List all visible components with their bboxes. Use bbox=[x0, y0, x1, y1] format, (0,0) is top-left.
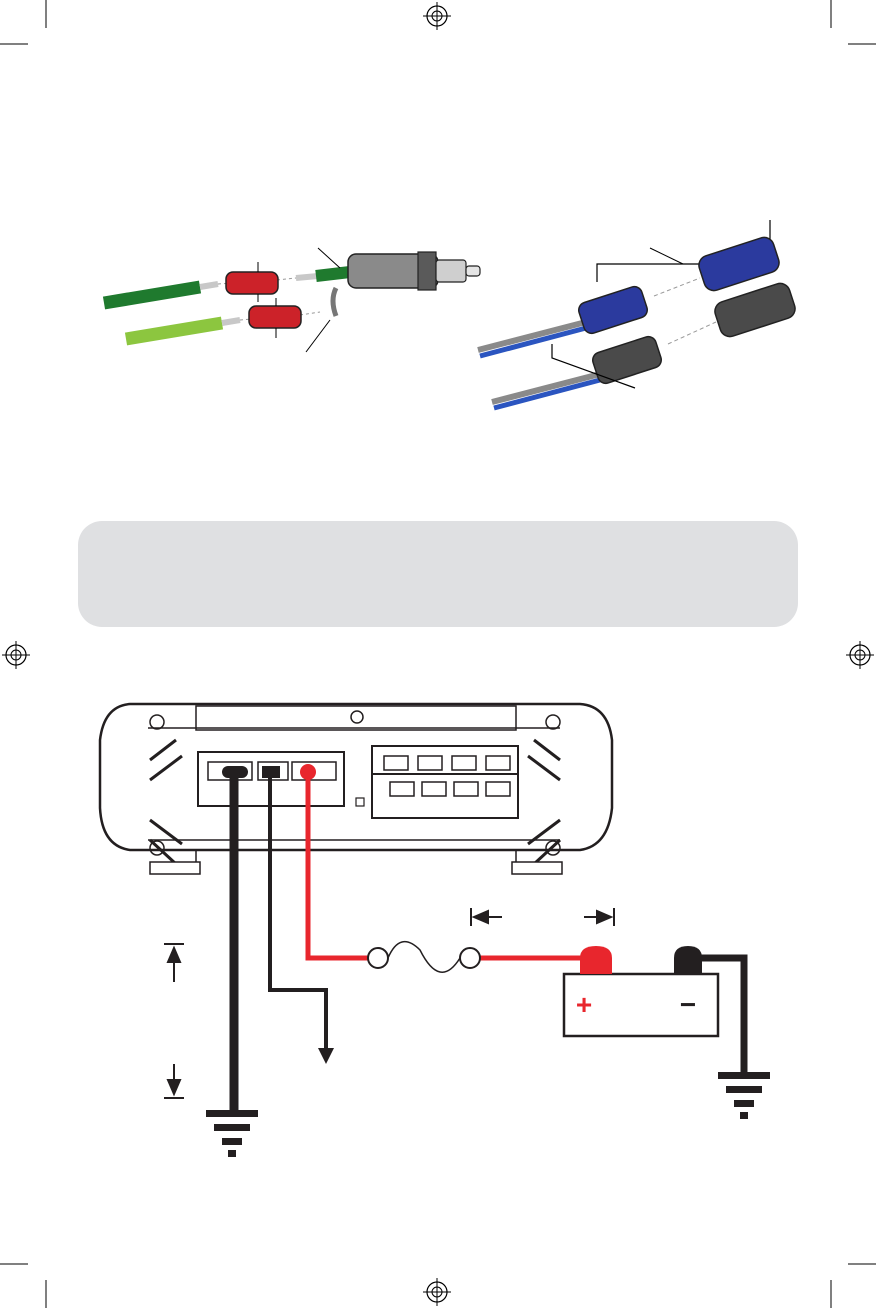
ground-wire bbox=[222, 766, 248, 1112]
ground-symbol-icon bbox=[718, 1072, 770, 1119]
rca-plug-black bbox=[592, 335, 662, 385]
rca-cable-illustration bbox=[477, 220, 796, 411]
battery-ground-wire bbox=[700, 954, 748, 1072]
arrow-icon bbox=[318, 1048, 334, 1064]
green-wire-dark bbox=[102, 280, 202, 310]
registration-mark-icon bbox=[846, 641, 874, 669]
registration-mark-icon bbox=[423, 2, 451, 30]
butt-connector bbox=[248, 305, 302, 329]
green-wire-light bbox=[124, 316, 224, 346]
amplifier bbox=[98, 702, 614, 875]
fuse-icon bbox=[367, 941, 481, 973]
distance-arrow bbox=[470, 908, 615, 926]
speaker-wire-to-rca-illustration bbox=[102, 247, 481, 353]
distance-arrow bbox=[164, 943, 184, 1099]
remote-wire bbox=[262, 766, 334, 1064]
note-box bbox=[78, 521, 798, 627]
rca-jack-black bbox=[714, 282, 796, 338]
rca-plug-blue bbox=[578, 285, 648, 335]
ground-symbol-icon bbox=[206, 1110, 258, 1157]
registration-mark-icon bbox=[2, 641, 30, 669]
battery-icon: + − bbox=[562, 946, 720, 1038]
rca-jack-blue bbox=[698, 236, 780, 292]
power-wire bbox=[300, 764, 592, 961]
battery-positive-symbol: + bbox=[576, 989, 592, 1020]
butt-connector bbox=[225, 271, 279, 295]
battery-negative-symbol: − bbox=[680, 989, 696, 1020]
registration-mark-icon bbox=[423, 1278, 451, 1306]
